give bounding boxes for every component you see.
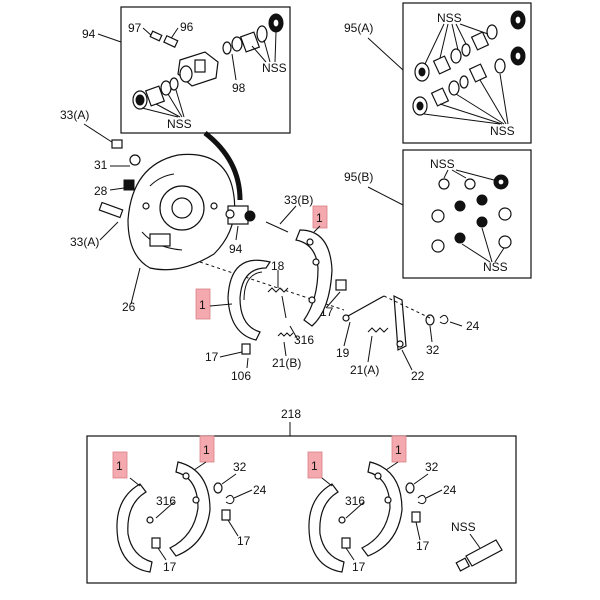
kit-callout-1-a: 1 bbox=[116, 459, 123, 473]
nss-label-box94-bottom: NSS bbox=[167, 117, 192, 131]
grease-tube bbox=[455, 533, 503, 572]
kit-callout-32-b: 32 bbox=[425, 460, 439, 474]
nss-label-95a-top: NSS bbox=[437, 11, 462, 25]
callout-96: 96 bbox=[180, 20, 194, 34]
shoe-kit-218-box bbox=[86, 435, 517, 584]
callout-106: 106 bbox=[231, 369, 251, 383]
kit-callout-316-b: 316 bbox=[345, 494, 365, 508]
callout-97: 97 bbox=[128, 21, 142, 35]
callout-1-right-shoe: 1 bbox=[316, 211, 323, 225]
kit-callout-1-b: 1 bbox=[203, 443, 210, 457]
callout-33a-top: 33(A) bbox=[60, 108, 89, 122]
kit-callout-17-a1: 17 bbox=[237, 534, 251, 548]
kit-callout-32-a: 32 bbox=[233, 460, 247, 474]
nss-label-95a-bottom: NSS bbox=[490, 124, 515, 138]
nss-label-grease: NSS bbox=[451, 520, 476, 534]
repair-kit-95b-parts bbox=[431, 169, 512, 263]
kit-callout-316-a: 316 bbox=[156, 494, 176, 508]
highlight-1-left-shoe bbox=[195, 288, 211, 320]
callout-31: 31 bbox=[94, 158, 108, 172]
callout-95b: 95(B) bbox=[344, 170, 373, 184]
brake-backing-plate-assembly bbox=[83, 123, 345, 311]
kit-shoe-pair-b bbox=[308, 461, 443, 573]
callout-21a: 21(A) bbox=[350, 363, 379, 377]
callout-218: 218 bbox=[281, 407, 301, 421]
repair-kit-95a-parts bbox=[412, 10, 526, 125]
callout-26: 26 bbox=[122, 300, 136, 314]
callout-94-box: 94 bbox=[82, 27, 96, 41]
wheel-cylinder-exploded bbox=[132, 13, 284, 118]
callout-28: 28 bbox=[94, 184, 108, 198]
callout-95a: 95(A) bbox=[344, 21, 373, 35]
highlight-kit-1-d bbox=[391, 435, 407, 463]
kit-callout-24-b: 24 bbox=[443, 483, 457, 497]
callout-17-b: 17 bbox=[205, 350, 219, 364]
kit-callout-17-b2: 17 bbox=[352, 560, 366, 574]
kit-callout-1-d: 1 bbox=[395, 443, 402, 457]
repair-kit-95b-box bbox=[402, 149, 532, 279]
highlight-1-right-shoe bbox=[312, 205, 328, 229]
kit-callout-1-c: 1 bbox=[311, 459, 318, 473]
kit-shoe-pair-a bbox=[116, 461, 253, 573]
kit-callout-17-b1: 17 bbox=[416, 539, 430, 553]
nss-label-95b-top: NSS bbox=[430, 157, 455, 171]
repair-kit-95a-box bbox=[402, 2, 532, 144]
nss-label-box94-right: NSS bbox=[262, 61, 287, 75]
callout-19: 19 bbox=[336, 346, 350, 360]
nss-label-95b-bottom: NSS bbox=[483, 260, 508, 274]
brake-shoe-right bbox=[295, 225, 333, 327]
callout-33b: 33(B) bbox=[284, 193, 313, 207]
detail-pointer-arrow bbox=[203, 131, 243, 201]
kit-callout-17-a2: 17 bbox=[163, 560, 177, 574]
callout-1-left-shoe: 1 bbox=[199, 298, 206, 312]
brake-shoe-left bbox=[209, 259, 271, 369]
callout-21b: 21(B) bbox=[272, 356, 301, 370]
kit-callout-24-a: 24 bbox=[253, 483, 267, 497]
highlight-kit-1-b bbox=[199, 435, 215, 463]
callout-18: 18 bbox=[271, 259, 285, 273]
callout-32: 32 bbox=[426, 343, 440, 357]
callout-98: 98 bbox=[232, 81, 246, 95]
springs-and-adjusters bbox=[267, 270, 463, 371]
highlight-kit-1-a bbox=[112, 451, 128, 479]
highlight-kit-1-c bbox=[307, 451, 323, 479]
callout-94-main: 94 bbox=[229, 242, 243, 256]
callout-316: 316 bbox=[294, 333, 314, 347]
callout-33a-bottom: 33(A) bbox=[70, 235, 99, 249]
callout-22: 22 bbox=[411, 369, 425, 383]
callout-24: 24 bbox=[466, 319, 480, 333]
